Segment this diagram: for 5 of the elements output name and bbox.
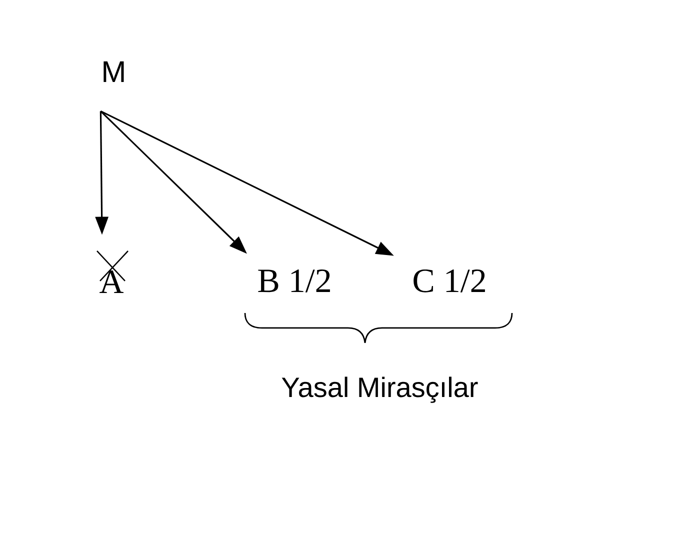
struck-out-letter: A [96,250,129,293]
group-label: Yasal Mirasçılar [282,376,478,403]
share-label: C 1/2 [414,269,485,292]
letter-label: M [104,61,124,82]
share-label: B 1/2 [258,269,330,292]
